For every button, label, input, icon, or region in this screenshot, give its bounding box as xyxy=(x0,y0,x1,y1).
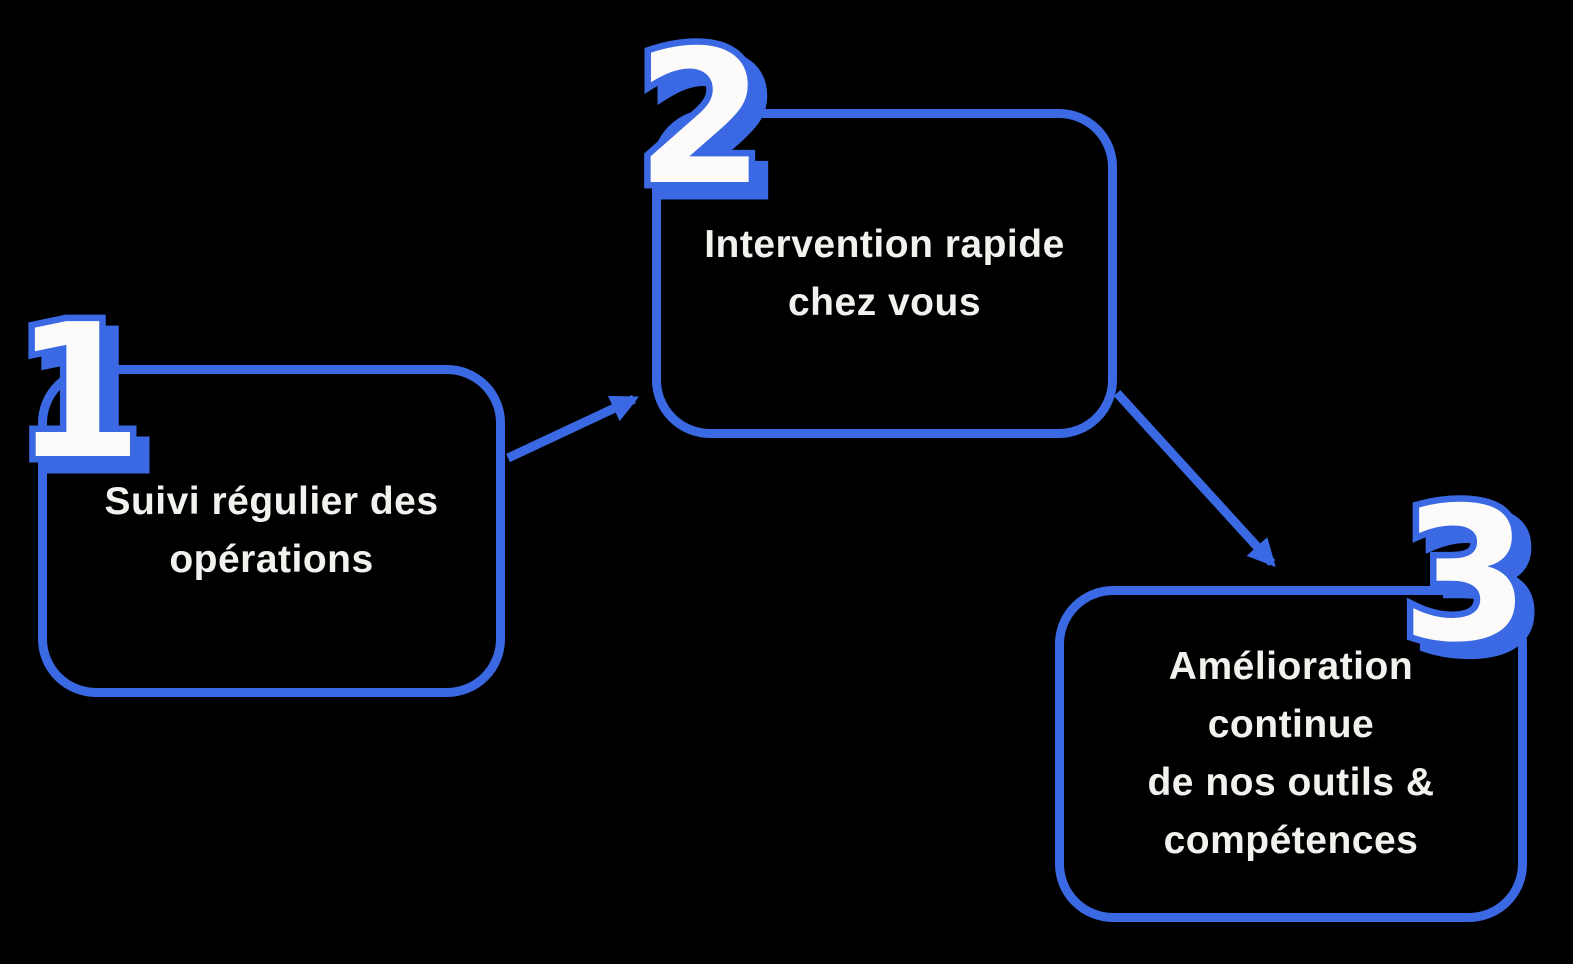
step-number-3: 3 3 xyxy=(1395,467,1550,685)
step-number-2-shadow: 2 xyxy=(643,21,785,237)
step-label-line: Suivi régulier des xyxy=(104,480,439,523)
step-number-3-shadow: 3 xyxy=(1408,478,1550,694)
step-number-1-shadow: 1 xyxy=(21,295,163,511)
step-label-2: Intervention rapide chez vous xyxy=(704,216,1065,332)
step-label-line: compétences xyxy=(1163,819,1419,862)
step-card-2: Intervention rapide chez vous xyxy=(652,109,1117,438)
step-label-line: de nos outils & xyxy=(1147,761,1435,804)
step-card-3: Amélioration continue de nos outils & co… xyxy=(1055,586,1527,922)
step-label-line: opérations xyxy=(169,538,374,581)
arrow-step2-to-step3 xyxy=(1113,389,1276,568)
step-number-3-digit: 3 xyxy=(1395,467,1537,683)
step-label-line: chez vous xyxy=(787,280,982,324)
step-label-line: continue xyxy=(1207,703,1375,746)
step-number-2: 2 2 xyxy=(630,10,785,228)
arrow-step1-to-step2 xyxy=(506,394,640,463)
step-label-line: Amélioration xyxy=(1168,645,1414,688)
step-label-3: Amélioration continue de nos outils & co… xyxy=(1147,638,1434,870)
step-card-1: Suivi régulier des opérations xyxy=(38,365,505,697)
step-number-1-digit: 1 xyxy=(8,284,150,500)
step-label-line: Intervention rapide xyxy=(704,222,1065,266)
step-number-1: 1 1 xyxy=(8,284,163,502)
step-number-2-digit: 2 xyxy=(630,10,772,226)
step-label-1: Suivi régulier des opérations xyxy=(104,473,438,589)
